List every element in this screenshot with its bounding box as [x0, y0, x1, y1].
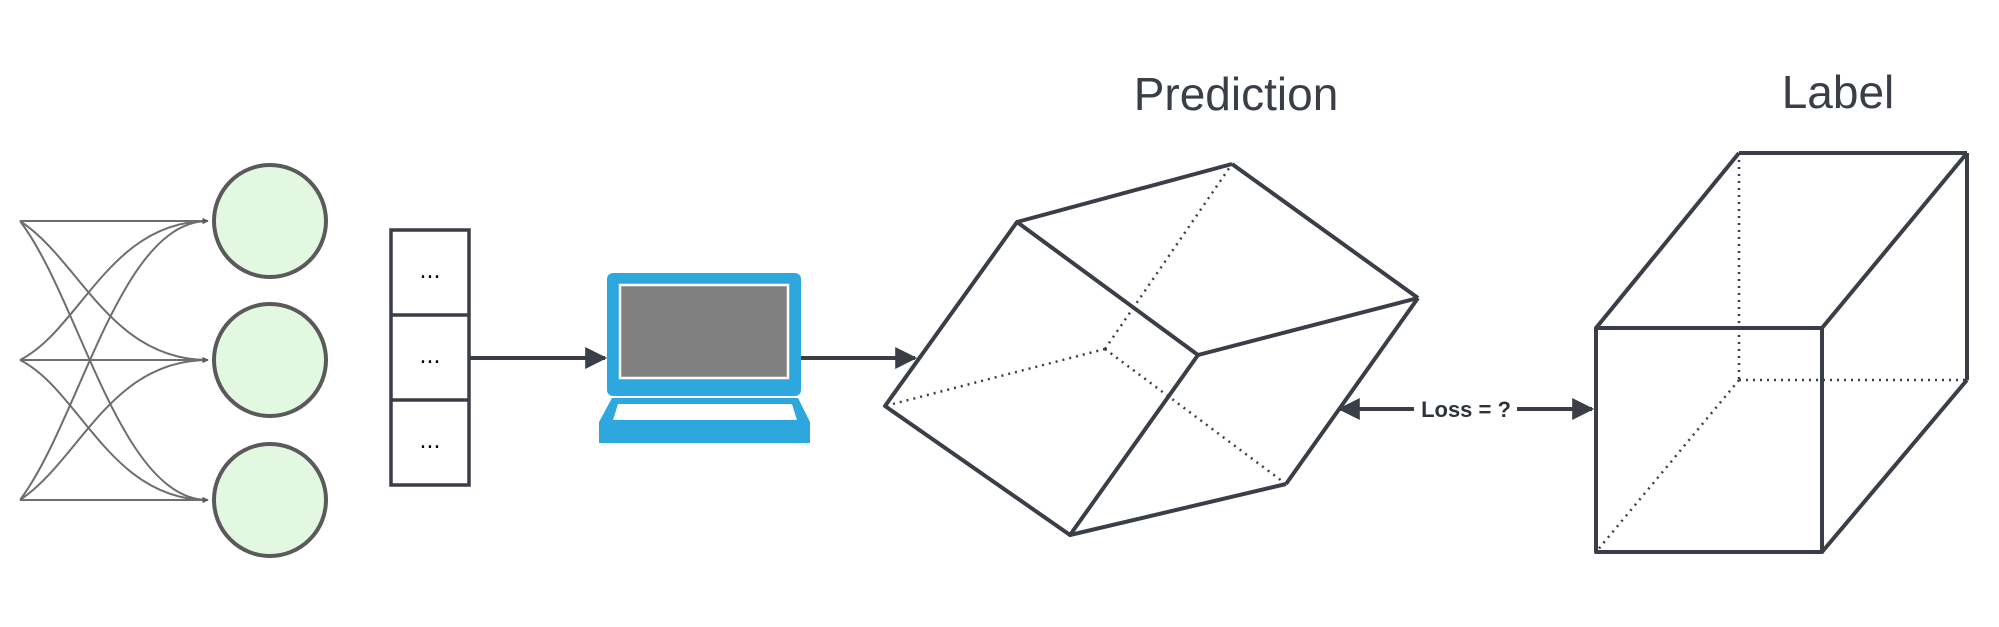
connection-1-3 — [19, 220, 209, 503]
loss-label: Loss = ? — [1421, 397, 1511, 422]
network-nodes — [212, 163, 328, 558]
neuron-node — [212, 442, 328, 558]
laptop-icon — [599, 273, 810, 443]
connection-2-3 — [19, 359, 209, 503]
label-box — [1594, 151, 1969, 554]
label-title: Label — [1782, 66, 1895, 118]
connection-3-2 — [19, 357, 209, 501]
prediction-title: Prediction — [1134, 68, 1339, 120]
connection-2-1 — [19, 218, 209, 361]
connection-3-1 — [19, 218, 209, 501]
feature-vector: ... ... ... — [389, 228, 471, 487]
vector-cell-3: ... — [420, 429, 441, 454]
neuron-node — [212, 302, 328, 418]
prediction-box — [883, 162, 1420, 537]
neuron-node — [212, 163, 328, 279]
connection-1-2 — [19, 220, 209, 363]
network-connections — [19, 218, 209, 503]
vector-cell-1: ... — [420, 259, 441, 284]
loss-connector: Loss = ? — [1337, 397, 1595, 422]
vector-cell-2: ... — [420, 344, 441, 369]
